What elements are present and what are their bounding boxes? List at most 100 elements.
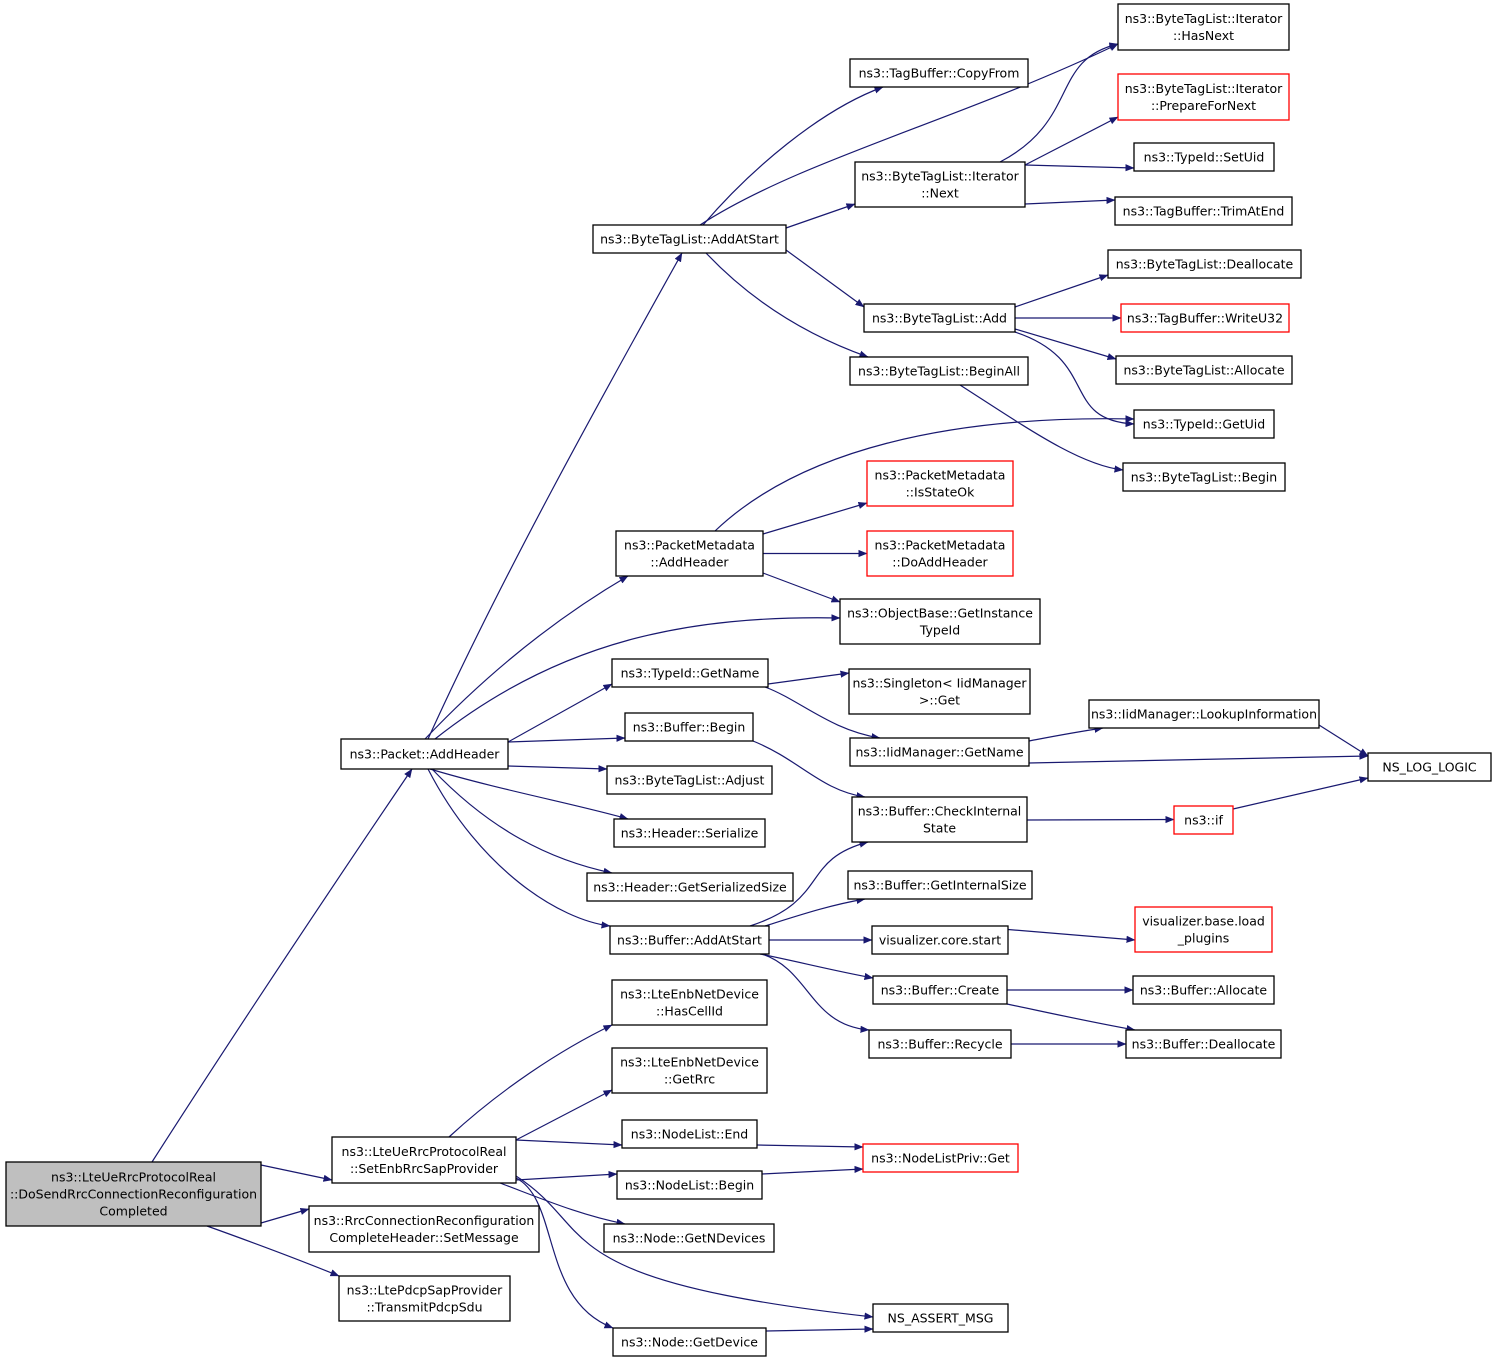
node-transmitpdcp[interactable]: ns3::LtePdcpSapProvider::TransmitPdcpSdu: [338, 1275, 511, 1322]
node-btl-adjust[interactable]: ns3::ByteTagList::Adjust: [606, 765, 773, 795]
node-lte-getrrc[interactable]: ns3::LteEnbNetDevice::GetRrc: [611, 1047, 768, 1094]
edge-buffer_addatstart-to-buffer_getinternalsize: [764, 896, 866, 927]
edge-buffer_create-to-buffer_deallocate: [1006, 1003, 1136, 1033]
node-iter-hasnext[interactable]: ns3::ByteTagList::Iterator::HasNext: [1117, 3, 1290, 51]
node-buffer-recycle[interactable]: ns3::Buffer::Recycle: [868, 1029, 1012, 1059]
node-label: ns3::TypeId::SetUid: [1144, 149, 1265, 164]
node-label: ns3::TagBuffer::TrimAtEnd: [1123, 203, 1285, 218]
node-ns-assert-msg[interactable]: NS_ASSERT_MSG: [872, 1303, 1009, 1333]
node-btl-addatstart[interactable]: ns3::ByteTagList::AddAtStart: [592, 224, 787, 254]
node-label: ns3::NodeList::Begin: [625, 1177, 754, 1192]
node-typeid-getuid[interactable]: ns3::TypeId::GetUid: [1133, 409, 1275, 439]
node-typeid-setuid[interactable]: ns3::TypeId::SetUid: [1133, 142, 1275, 172]
node-buffer-allocate[interactable]: ns3::Buffer::Allocate: [1132, 975, 1275, 1005]
node-ns-log-logic[interactable]: NS_LOG_LOGIC: [1367, 752, 1492, 782]
node-label: ns3::LteUeRrcProtocolReal: [342, 1144, 507, 1159]
node-label: ns3::Buffer::Create: [881, 982, 1000, 997]
node-rrc-setmessage[interactable]: ns3::RrcConnectionReconfigurationComplet…: [308, 1205, 540, 1253]
node-btl-beginall[interactable]: ns3::ByteTagList::BeginAll: [849, 356, 1029, 386]
node-btl-deallocate[interactable]: ns3::ByteTagList::Deallocate: [1107, 249, 1302, 279]
node-label: ns3::ByteTagList::Iterator: [1125, 81, 1283, 96]
node-buffer-deallocate[interactable]: ns3::Buffer::Deallocate: [1125, 1029, 1282, 1059]
node-vis-load-plugins[interactable]: visualizer.base.load_plugins: [1134, 906, 1273, 953]
node-iter-preparefornext[interactable]: ns3::ByteTagList::Iterator::PrepareForNe…: [1117, 73, 1290, 121]
node-iidmanager-getname[interactable]: ns3::IidManager::GetName: [849, 737, 1030, 767]
node-box: [866, 460, 1014, 507]
edge-setenbrrc-to-lte_hascellid: [448, 1024, 613, 1138]
node-packet-addheader[interactable]: ns3::Packet::AddHeader: [340, 738, 509, 770]
node-node-getdevice[interactable]: ns3::Node::GetDevice: [612, 1327, 767, 1357]
node-btl-allocate[interactable]: ns3::ByteTagList::Allocate: [1115, 355, 1293, 385]
node-btl-begin[interactable]: ns3::ByteTagList::Begin: [1122, 462, 1286, 492]
node-box: [872, 1303, 1009, 1333]
node-label: ns3::Buffer::Deallocate: [1132, 1036, 1276, 1051]
node-label: ns3::ByteTagList::Add: [872, 310, 1007, 325]
node-box: [1122, 462, 1286, 492]
node-box: [1117, 73, 1290, 121]
node-box: [1133, 409, 1275, 439]
node-lte-hascellid[interactable]: ns3::LteEnbNetDevice::HasCellId: [611, 979, 768, 1026]
node-typeid-getname[interactable]: ns3::TypeId::GetName: [611, 658, 769, 688]
edge-packet_addheader-to-buffer_addatstart: [427, 768, 611, 929]
edge-iid_lookupinfo-to-ns_log_logic: [1318, 724, 1369, 757]
node-buffer-begin[interactable]: ns3::Buffer::Begin: [624, 712, 754, 742]
node-label: ::AddHeader: [650, 554, 729, 569]
node-btl-add[interactable]: ns3::ByteTagList::Add: [863, 303, 1016, 333]
node-root[interactable]: ns3::LteUeRrcProtocolReal::DoSendRrcConn…: [5, 1161, 262, 1227]
edge-packet_addheader-to-buffer_begin: [507, 734, 626, 743]
node-nodelistpriv-get[interactable]: ns3::NodeListPriv::Get: [862, 1143, 1019, 1173]
edge-btl_addatstart-to-btl_beginall: [705, 252, 869, 358]
node-label: ns3::ByteTagList::BeginAll: [858, 363, 1020, 378]
edge-packet_addheader-to-pm_addheader: [424, 575, 629, 740]
node-iid-lookupinfo[interactable]: ns3::IidManager::LookupInformation: [1088, 699, 1320, 729]
node-tagbuffer-trimatend[interactable]: ns3::TagBuffer::TrimAtEnd: [1114, 196, 1293, 226]
node-label: Completed: [99, 1203, 167, 1218]
node-label: ns3::Buffer::Recycle: [877, 1036, 1002, 1051]
node-setenbrrc[interactable]: ns3::LteUeRrcProtocolReal::SetEnbRrcSapP…: [331, 1136, 517, 1184]
edge-iidmanager_getname-to-iid_lookupinfo: [1028, 725, 1104, 742]
node-pm-doaddheader[interactable]: ns3::PacketMetadata::DoAddHeader: [866, 530, 1014, 577]
edge-typeid_getname-to-iidmanager_getname: [764, 686, 881, 741]
node-tagbuffer-copyfrom[interactable]: ns3::TagBuffer::CopyFrom: [849, 58, 1029, 88]
node-label: ::SetEnbRrcSapProvider: [350, 1161, 499, 1176]
edge-packet_addheader-to-btl_adjust: [507, 765, 608, 773]
edge-buffer_checkinternal-to-ns3_if: [1026, 815, 1175, 824]
node-nodelist-begin[interactable]: ns3::NodeList::Begin: [616, 1170, 763, 1200]
node-buffer-getinternalsize[interactable]: ns3::Buffer::GetInternalSize: [847, 870, 1033, 900]
node-buffer-addatstart[interactable]: ns3::Buffer::AddAtStart: [609, 925, 770, 955]
node-node-getndevices[interactable]: ns3::Node::GetNDevices: [603, 1223, 775, 1253]
node-label: NS_LOG_LOGIC: [1382, 759, 1477, 774]
node-label: ns3::Buffer::GetInternalSize: [853, 877, 1026, 892]
node-header-getsize[interactable]: ns3::Header::GetSerializedSize: [586, 872, 794, 902]
node-box: [849, 737, 1030, 767]
node-buffer-create[interactable]: ns3::Buffer::Create: [872, 975, 1008, 1005]
node-box: [1117, 3, 1290, 51]
edge-btl_addatstart-to-tagbuffer_copyfrom: [702, 86, 884, 226]
edge-setenbrrc-to-node_getdevice: [515, 1177, 614, 1329]
node-vis-core-start[interactable]: visualizer.core.start: [871, 925, 1009, 955]
node-label: ::DoAddHeader: [892, 554, 988, 569]
edge-packet_addheader-to-typeid_getname: [507, 683, 613, 743]
node-label: ns3::Node::GetNDevices: [613, 1230, 766, 1245]
node-box: [1088, 699, 1320, 729]
node-header-serialize[interactable]: ns3::Header::Serialize: [613, 818, 766, 848]
edge-iter_next-to-typeid_setuid: [1024, 164, 1135, 172]
node-label: ns3::ByteTagList::Allocate: [1123, 362, 1284, 377]
node-tagbuffer-writeu32[interactable]: ns3::TagBuffer::WriteU32: [1120, 303, 1290, 333]
edge-btl_addatstart-to-iter_hasnext: [699, 43, 1119, 226]
node-box: [851, 796, 1028, 843]
node-iter-next[interactable]: ns3::ByteTagList::Iterator::Next: [854, 161, 1026, 208]
node-pm-addheader[interactable]: ns3::PacketMetadata::AddHeader: [615, 530, 764, 577]
edge-packet_addheader-to-header_getsize: [431, 768, 613, 875]
edge-buffer_begin-to-buffer_checkinternal: [752, 740, 866, 800]
node-pm-isstateok[interactable]: ns3::PacketMetadata::IsStateOk: [866, 460, 1014, 507]
node-ns3-if[interactable]: ns3::if: [1173, 805, 1234, 835]
node-nodelist-end[interactable]: ns3::NodeList::End: [621, 1119, 758, 1149]
edge-pm_addheader-to-pm_isstateok: [762, 501, 868, 535]
node-label: ns3::LteEnbNetDevice: [620, 986, 759, 1001]
node-box: [592, 224, 787, 254]
node-singleton-get[interactable]: ns3::Singleton< IidManager>::Get: [848, 668, 1031, 715]
